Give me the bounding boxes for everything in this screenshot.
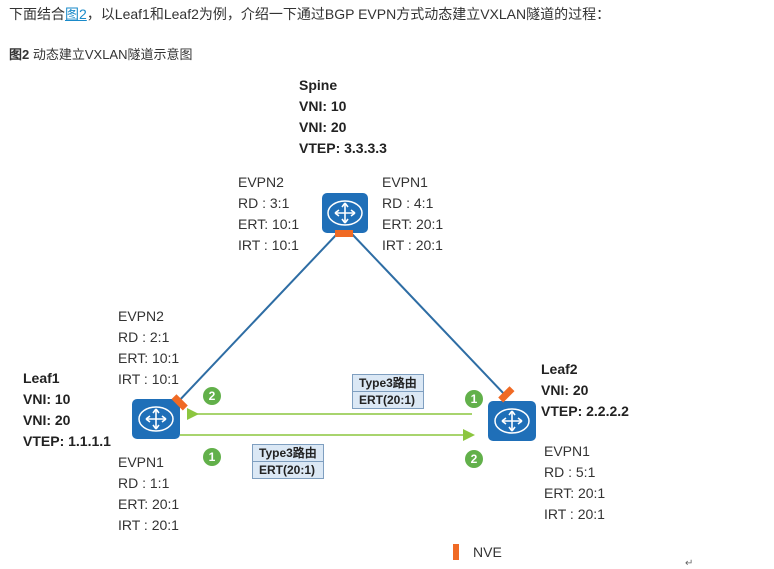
leaf1-router-icon [132,394,188,439]
leaf2-evpn1-rd: RD : 5:1 [544,464,596,480]
nve-legend-swatch [453,544,459,560]
leaf2-vni: VNI: 20 [541,382,589,398]
intro-text-before: 下面结合 [9,6,65,22]
link-spine-leaf1 [175,233,338,405]
paragraph-return-mark: ↵ [685,558,694,569]
intro-paragraph: 下面结合图2，以Leaf1和Leaf2为例，介绍一下通过BGP EVPN方式动态… [9,4,610,24]
leaf2-vtep: VTEP: 2.2.2.2 [541,403,629,419]
step-badge-leaf2-upper: 1 [465,390,483,408]
step-badge-leaf1-upper: 2 [203,387,221,405]
route-box-lower-ert: ERT(20:1) [259,463,316,477]
leaf1-evpn1-block: EVPN1 RD : 1:1 ERT: 20:1 IRT : 20:1 [118,452,179,536]
leaf1-evpn1-ert: ERT: 20:1 [118,496,180,512]
spine-router-icon [322,193,368,237]
route-box-lower: Type3路由 ERT(20:1) [252,444,324,479]
leaf2-evpn1-title: EVPN1 [544,443,590,459]
spine-evpn2-title: EVPN2 [238,174,284,190]
route-box-upper: Type3路由 ERT(20:1) [352,374,424,409]
spine-vtep: VTEP: 3.3.3.3 [299,140,387,156]
spine-evpn1-rd: RD : 4:1 [382,195,434,211]
leaf1-evpn1-irt: IRT : 20:1 [118,517,179,533]
spine-evpn1-title: EVPN1 [382,174,428,190]
spine-evpn2-rd: RD : 3:1 [238,195,290,211]
leaf1-evpn2-block: EVPN2 RD : 2:1 ERT: 10:1 IRT : 10:1 [118,306,179,390]
leaf2-evpn1-ert: ERT: 20:1 [544,485,606,501]
leaf1-vni-2: VNI: 20 [23,412,71,428]
figure-caption-label: 图2 [9,47,30,62]
nve-legend-label: NVE [473,544,502,560]
spine-name: Spine [299,77,338,93]
leaf1-evpn2-irt: IRT : 10:1 [118,371,179,387]
intro-text-after: ，以Leaf1和Leaf2为例，介绍一下通过BGP EVPN方式动态建立VXLA… [86,6,611,22]
leaf1-evpn1-title: EVPN1 [118,454,164,470]
spine-evpn1-irt: IRT : 20:1 [382,237,443,253]
figure-caption-text: 动态建立VXLAN隧道示意图 [29,47,193,62]
spine-evpn1-ert: ERT: 20:1 [382,216,444,232]
leaf2-name: Leaf2 [541,361,578,377]
spine-evpn2-irt: IRT : 10:1 [238,237,299,253]
route-box-upper-ert: ERT(20:1) [359,393,416,407]
leaf1-evpn2-title: EVPN2 [118,308,164,324]
leaf1-vtep: VTEP: 1.1.1.1 [23,433,111,449]
spine-evpn1-block: EVPN1 RD : 4:1 ERT: 20:1 IRT : 20:1 [382,172,443,256]
figure-caption: 图2 动态建立VXLAN隧道示意图 [9,44,192,63]
leaf1-vni-1: VNI: 10 [23,391,71,407]
link-spine-leaf2 [351,233,507,397]
route-box-lower-title: Type3路由 [253,445,323,462]
spine-evpn2-ert: ERT: 10:1 [238,216,300,232]
spine-evpn2-block: EVPN2 RD : 3:1 ERT: 10:1 IRT : 10:1 [238,172,299,256]
leaf2-evpn1-block: EVPN1 RD : 5:1 ERT: 20:1 IRT : 20:1 [544,441,605,525]
route-box-upper-title: Type3路由 [353,375,423,392]
figure-link[interactable]: 图2 [65,6,87,22]
spine-vni-1: VNI: 10 [299,98,347,114]
leaf1-evpn2-rd: RD : 2:1 [118,329,170,345]
step-badge-leaf2-lower: 2 [465,450,483,468]
leaf1-name: Leaf1 [23,370,60,386]
leaf1-evpn1-rd: RD : 1:1 [118,475,170,491]
spine-vni-2: VNI: 20 [299,119,347,135]
step-badge-leaf1-lower: 1 [203,448,221,466]
leaf2-router-icon [488,386,536,441]
leaf2-evpn1-irt: IRT : 20:1 [544,506,605,522]
leaf1-evpn2-ert: ERT: 10:1 [118,350,180,366]
